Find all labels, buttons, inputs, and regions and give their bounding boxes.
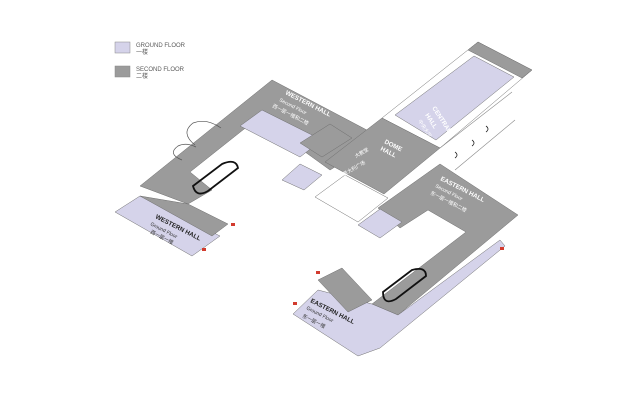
- central-hall-edge: [439, 91, 513, 149]
- western-ground-pad: WESTERN HALL Ground Floor 西一层一楼: [114, 195, 229, 257]
- western-ornament: [173, 121, 222, 161]
- central-hall-edge-2: [454, 119, 516, 171]
- entrance-marker-5: [500, 247, 504, 250]
- ornament-arc-2: [173, 143, 197, 161]
- legend-swatch-ground-floor: [114, 41, 131, 54]
- legend-label-ground-floor: GROUND FLOOR: [136, 43, 186, 49]
- track-shapes: [191, 160, 427, 303]
- western-track: [191, 160, 239, 195]
- central-hall-upper-strip: [467, 41, 533, 79]
- western-wing-stair-block: [299, 123, 353, 158]
- hook-1: [485, 125, 489, 133]
- legend-label-second-floor: SECOND FLOOR: [136, 67, 185, 73]
- ornament-arc-1: [186, 121, 222, 146]
- legend-sublabel-ground-floor: 一楼: [136, 48, 148, 56]
- dome-hall: DOME HALL 大教堂 意大利广场: [281, 117, 441, 223]
- central-hall: CENTRAL HALL 中央大厅: [381, 41, 533, 171]
- dome-hall-ground-left: [281, 163, 323, 191]
- western-ground-connector: [139, 195, 229, 237]
- entrance-marker-4: [293, 302, 297, 305]
- eastern-wing: EASTERN HALL Second Floor 东一层一楼和二楼: [357, 163, 519, 316]
- legend-sublabel-second-floor: 二楼: [136, 72, 148, 80]
- western-ground-floor: [114, 195, 221, 257]
- entrance-hooks: [454, 125, 489, 159]
- legend-swatch-second-floor: [114, 65, 131, 78]
- entrance-markers: [202, 223, 504, 305]
- western-wing: WESTERN HALL Second Floor 西一层一楼和二楼: [139, 79, 383, 205]
- hook-2: [471, 139, 475, 147]
- legend: GROUND FLOOR 一楼 SECOND FLOOR 二楼: [114, 41, 186, 80]
- dome-hall-passage: [314, 174, 389, 223]
- eastern-ground-connector: [317, 267, 373, 313]
- dome-hall-floor: [324, 117, 441, 195]
- eastern-ground-pad: EASTERN HALL Ground Floor 东一层一楼: [292, 239, 506, 357]
- entrance-marker-3: [316, 271, 320, 274]
- entrance-marker-2: [202, 248, 206, 251]
- eastern-wing-inner-ground: [357, 208, 403, 239]
- central-hall-floor-band: [394, 55, 515, 141]
- hook-3: [454, 151, 458, 159]
- eastern-track: [382, 267, 427, 303]
- entrance-marker-1: [231, 223, 235, 226]
